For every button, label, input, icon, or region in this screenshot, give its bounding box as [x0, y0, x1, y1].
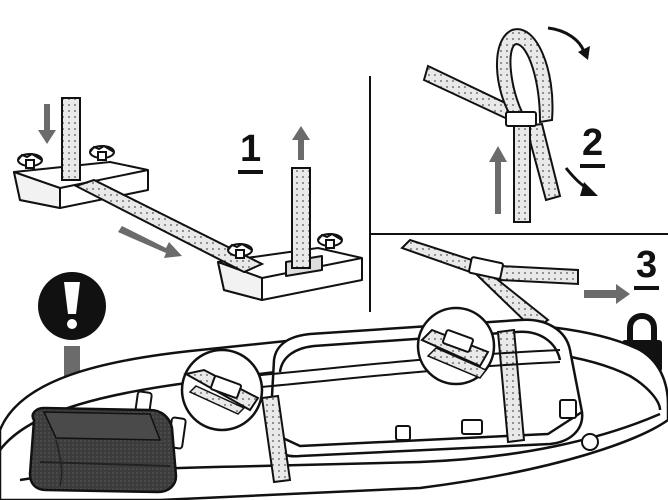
step2-illustration [424, 28, 598, 222]
magnifier-buckle-left [182, 350, 262, 430]
arrow-down-icon [38, 104, 56, 144]
step-number-1: 1 [238, 130, 263, 174]
box-lock-knob [582, 434, 598, 450]
step2-arrows [489, 146, 507, 214]
strap-tail [526, 124, 560, 200]
magnifier-buckle-right [418, 308, 494, 384]
strap-right-vertical [292, 168, 310, 268]
strap-top [402, 240, 478, 272]
buckle [506, 112, 536, 126]
strap-down [514, 124, 530, 222]
soft-bag [30, 408, 176, 492]
base-strap [76, 180, 262, 272]
step1-illustration [14, 98, 362, 300]
step-number-3: 3 [634, 246, 659, 290]
exclamation-circle-icon [38, 272, 106, 340]
strap-right [500, 266, 578, 284]
buckle [469, 257, 504, 279]
arrow-right-icon [584, 284, 630, 304]
step-number-2: 2 [580, 124, 605, 168]
strap-left-vertical [62, 98, 80, 180]
rotate-arrow-icon [548, 28, 584, 52]
arrow-up-icon [292, 126, 310, 160]
arrow-up-icon [489, 146, 507, 214]
